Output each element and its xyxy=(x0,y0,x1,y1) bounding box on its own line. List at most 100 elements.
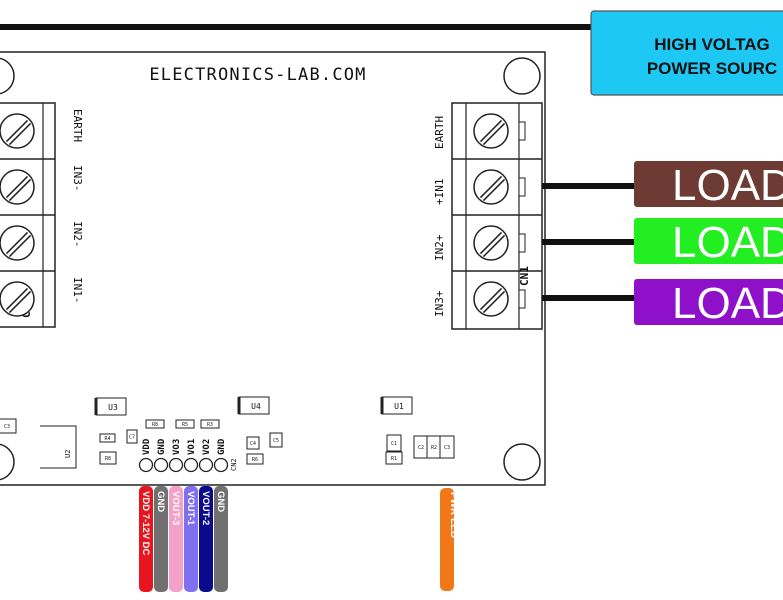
wire-label: GND xyxy=(155,491,166,512)
passive-component: R8 xyxy=(99,451,117,465)
passive-component: C7 xyxy=(126,429,138,444)
header-pin xyxy=(153,457,169,473)
mounting-hole xyxy=(503,443,541,481)
left-terminal-label: EARTH xyxy=(71,109,84,142)
header-pin xyxy=(183,457,199,473)
bottom-connector-label: CN2 xyxy=(230,458,238,471)
pin-label: GND xyxy=(157,438,167,455)
left-terminal-label: IN3- xyxy=(71,165,84,192)
ic-u1: U1 xyxy=(380,396,413,415)
header-pin xyxy=(213,457,229,473)
mounting-hole xyxy=(0,57,15,95)
passive-component: C3 xyxy=(439,435,455,459)
ic-u4: U4 xyxy=(237,396,270,415)
component-label: R4 xyxy=(104,436,110,442)
signal-wire: VDD 7-12V DC xyxy=(139,486,153,592)
component-label: R3 xyxy=(207,422,213,428)
screw-terminal-icon xyxy=(0,281,35,317)
component-label: R1 xyxy=(391,456,397,462)
ic-u3: U3 xyxy=(94,397,127,416)
passive-component: R2 xyxy=(426,435,442,459)
signal-wire: GND xyxy=(214,486,228,592)
component-label: C3 xyxy=(444,445,450,451)
right-terminal-label: +IN1 xyxy=(433,179,446,206)
passive-component: R6 xyxy=(246,453,264,465)
left-terminal-label: IN2- xyxy=(71,221,84,248)
screw-terminal-icon xyxy=(473,281,509,317)
right-terminal-label: EARTH xyxy=(433,116,446,149)
component-label: C3 xyxy=(4,424,10,430)
terminal-nub xyxy=(518,177,526,197)
pwr-led-label: PWR LED xyxy=(448,492,459,538)
passive-component: C2 xyxy=(413,435,429,459)
wire-label: VOUT-2 xyxy=(200,491,211,525)
ic-label: U2 xyxy=(64,450,72,458)
passive-component: C4 xyxy=(246,436,260,450)
component-label: R5 xyxy=(182,422,188,428)
screw-terminal-icon xyxy=(473,113,509,149)
pin-label: GND xyxy=(217,438,227,455)
pin-label: VO2 xyxy=(202,439,212,455)
pwr-led-wire: PWR LED xyxy=(440,488,459,591)
pin-label: VDD xyxy=(142,438,152,455)
ic-label: U3 xyxy=(108,403,118,412)
component-label: C2 xyxy=(418,445,424,451)
screw-terminal-icon xyxy=(0,169,35,205)
passive-component: C5 xyxy=(269,432,283,448)
passive-component: R8 xyxy=(145,419,165,429)
power-source: HIGH VOLTAG POWER SOURC xyxy=(590,10,783,96)
ic-u2: U2 xyxy=(40,425,77,469)
component-label: C7 xyxy=(129,435,135,441)
component-label: C1 xyxy=(391,441,397,447)
passive-component: R1 xyxy=(385,451,403,465)
load-box: LOAD xyxy=(634,279,783,328)
signal-wire: GND xyxy=(154,486,168,592)
ic-label: U4 xyxy=(251,402,261,411)
left-terminal-label: IN1- xyxy=(71,277,84,304)
signal-wire: VOUT-2 xyxy=(199,486,213,592)
wire-label: GND xyxy=(215,491,226,512)
ic-label: U1 xyxy=(394,402,404,411)
header-pin xyxy=(198,457,214,473)
pin-label: VO3 xyxy=(172,439,182,455)
screw-terminal-icon xyxy=(0,225,35,261)
passive-component: R4 xyxy=(99,433,116,443)
load-label: LOAD xyxy=(672,218,783,267)
power-source-line2: POWER SOURC xyxy=(647,59,777,78)
passive-component: R3 xyxy=(200,419,220,429)
passive-component: R5 xyxy=(175,419,195,429)
mounting-hole xyxy=(0,443,15,481)
terminal-nub xyxy=(518,289,526,309)
screw-terminal-icon xyxy=(473,225,509,261)
wire-label: VOUT-3 xyxy=(170,491,181,525)
wire-label: VDD 7-12V DC xyxy=(140,491,151,556)
component-label: R2 xyxy=(431,445,437,451)
right-terminal-label: IN2+ xyxy=(433,234,446,261)
terminal-nub xyxy=(518,233,526,253)
right-connector-label: CN1 xyxy=(518,266,531,286)
load-label: LOAD xyxy=(672,161,783,210)
header-pin xyxy=(168,457,184,473)
screw-terminal-icon xyxy=(0,113,35,149)
load-box: LOAD xyxy=(634,161,783,210)
wire-label: VOUT-1 xyxy=(185,491,196,526)
mounting-hole xyxy=(503,57,541,95)
power-source-box xyxy=(590,10,783,96)
signal-wire: VOUT-3 xyxy=(169,486,183,592)
component-label: R8 xyxy=(152,422,158,428)
screw-terminal-icon xyxy=(473,169,509,205)
board-title: ELECTRONICS-LAB.COM xyxy=(149,65,366,85)
component-label: R6 xyxy=(252,457,258,463)
header-pin xyxy=(138,457,154,473)
terminal-nub xyxy=(518,121,526,141)
component-label: R8 xyxy=(105,456,111,462)
passive-component: C3 xyxy=(0,418,17,434)
component-label: C5 xyxy=(273,438,279,444)
pin-label: VO1 xyxy=(187,439,197,455)
passive-component: C1 xyxy=(386,434,402,452)
load-label: LOAD xyxy=(672,279,783,328)
right-terminal-label: IN3+ xyxy=(433,290,446,317)
signal-wire: VOUT-1 xyxy=(184,486,198,592)
power-source-line1: HIGH VOLTAG xyxy=(654,35,770,54)
